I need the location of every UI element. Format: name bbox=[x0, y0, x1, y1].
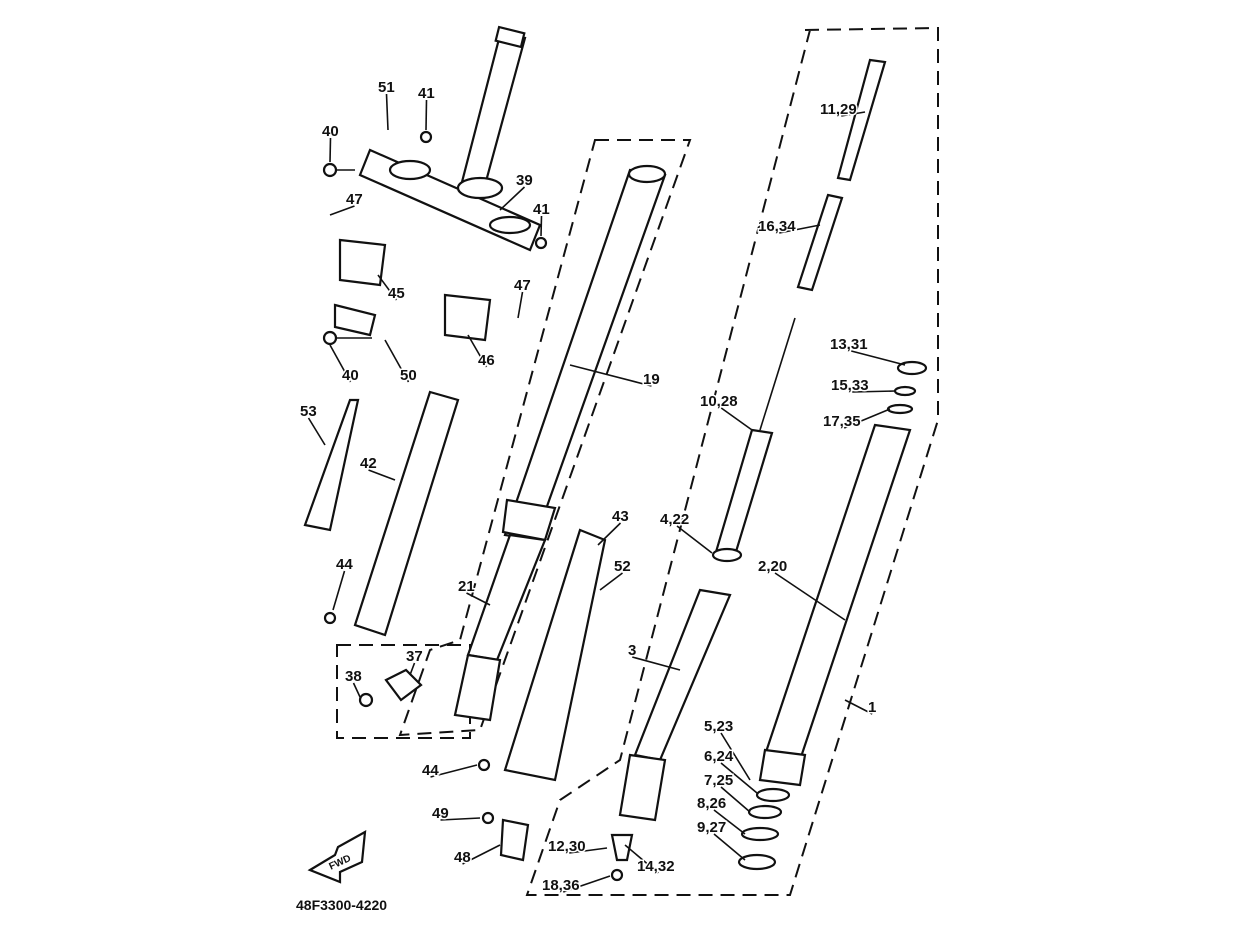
callout-21: 21 bbox=[458, 578, 475, 595]
leader-line bbox=[517, 291, 524, 319]
leader-line bbox=[384, 339, 410, 383]
leader-line bbox=[352, 682, 361, 698]
leader-line bbox=[720, 732, 751, 781]
callout-17-35: 17,35 bbox=[823, 413, 861, 430]
callout-41: 41 bbox=[533, 201, 550, 218]
fork-guard-42 bbox=[353, 390, 460, 637]
leader-line bbox=[440, 817, 481, 821]
callout-14-32: 14,32 bbox=[637, 858, 675, 875]
right-fork bbox=[323, 58, 928, 882]
callout-45: 45 bbox=[388, 285, 405, 302]
callout-47: 47 bbox=[346, 191, 363, 208]
callout-6-24: 6,24 bbox=[704, 748, 734, 765]
leader-line bbox=[466, 592, 491, 606]
leader-line bbox=[307, 417, 326, 446]
callout-4-22: 4,22 bbox=[660, 511, 689, 528]
leader-line bbox=[569, 364, 652, 387]
leader-line bbox=[462, 844, 501, 865]
leader-line bbox=[624, 844, 659, 874]
callout-41: 41 bbox=[418, 85, 435, 102]
callout-12-30: 12,30 bbox=[548, 838, 586, 855]
leader-line bbox=[720, 762, 758, 794]
right-fork-group-boundary bbox=[525, 26, 939, 896]
callout-52: 52 bbox=[614, 558, 631, 575]
left-fork-group-boundary bbox=[398, 139, 692, 737]
callout-44: 44 bbox=[422, 762, 439, 779]
diagram-code: 48F3300-4220 bbox=[296, 897, 387, 913]
leader-line bbox=[329, 137, 332, 163]
callout-40: 40 bbox=[322, 123, 339, 140]
leader-line bbox=[385, 93, 389, 131]
leader-line bbox=[329, 344, 352, 383]
leader-line bbox=[569, 847, 608, 854]
callout-3: 3 bbox=[628, 642, 636, 659]
callout-51: 51 bbox=[378, 79, 395, 96]
callout-9-27: 9,27 bbox=[697, 819, 726, 836]
leader-line bbox=[597, 522, 622, 546]
leader-line bbox=[332, 570, 346, 611]
callout-48: 48 bbox=[454, 849, 471, 866]
leader-line bbox=[540, 215, 543, 237]
callout-19: 19 bbox=[643, 371, 660, 388]
callout-5-23: 5,23 bbox=[704, 718, 733, 735]
leader-line bbox=[713, 833, 746, 861]
leader-line bbox=[409, 662, 416, 676]
callout-13-31: 13,31 bbox=[830, 336, 868, 353]
callout-43: 43 bbox=[612, 508, 629, 525]
fork-guard-43 bbox=[503, 528, 607, 782]
leader-line bbox=[720, 407, 753, 431]
callout-1: 1 bbox=[868, 699, 876, 716]
callout-53: 53 bbox=[300, 403, 317, 420]
handlebar-holders bbox=[322, 130, 548, 346]
callout-16-34: 16,34 bbox=[758, 218, 796, 235]
callout-38: 38 bbox=[345, 668, 362, 685]
caliper-group-boundary bbox=[336, 644, 471, 739]
callout-7-25: 7,25 bbox=[704, 772, 733, 789]
leader-line bbox=[499, 186, 526, 211]
callout-18-36: 18,36 bbox=[542, 877, 580, 894]
callout-47: 47 bbox=[514, 277, 531, 294]
leader-line bbox=[329, 205, 355, 216]
leader-line bbox=[676, 525, 713, 554]
leader-line bbox=[843, 408, 891, 429]
brake-hose-holder bbox=[384, 668, 423, 702]
leader-line bbox=[368, 469, 396, 481]
steering-stem bbox=[358, 25, 542, 252]
fork-guard-53 bbox=[303, 398, 360, 532]
callout-39: 39 bbox=[516, 172, 533, 189]
leader-line bbox=[632, 656, 681, 671]
nut-38 bbox=[358, 692, 374, 708]
callout-49: 49 bbox=[432, 805, 449, 822]
callout-37: 37 bbox=[406, 648, 423, 665]
leader-line bbox=[779, 224, 821, 234]
callout-11-29: 11,29 bbox=[820, 101, 857, 118]
leader-line bbox=[599, 572, 623, 591]
leader-line bbox=[713, 809, 746, 835]
forward-arrow-icon: FWD bbox=[307, 830, 367, 884]
leader-line bbox=[562, 875, 611, 893]
callout-44: 44 bbox=[336, 556, 353, 573]
leader-line bbox=[774, 572, 846, 621]
leader-line bbox=[377, 274, 398, 301]
callout-46: 46 bbox=[478, 352, 495, 369]
leader-line bbox=[425, 99, 428, 131]
leader-line bbox=[841, 111, 866, 117]
callout-8-26: 8,26 bbox=[697, 795, 726, 812]
leader-line bbox=[430, 764, 478, 778]
callout-40: 40 bbox=[342, 367, 359, 384]
leader-line bbox=[844, 699, 873, 715]
leader-line bbox=[720, 786, 751, 813]
inner-tube-left bbox=[453, 164, 667, 722]
leader-line bbox=[852, 390, 896, 393]
callout-50: 50 bbox=[400, 367, 417, 384]
leader-line bbox=[851, 350, 906, 366]
callout-10-28: 10,28 bbox=[700, 393, 738, 410]
callout-42: 42 bbox=[360, 455, 377, 472]
callout-15-33: 15,33 bbox=[831, 377, 869, 394]
leader-line bbox=[467, 334, 488, 368]
callout-2-20: 2,20 bbox=[758, 558, 787, 575]
